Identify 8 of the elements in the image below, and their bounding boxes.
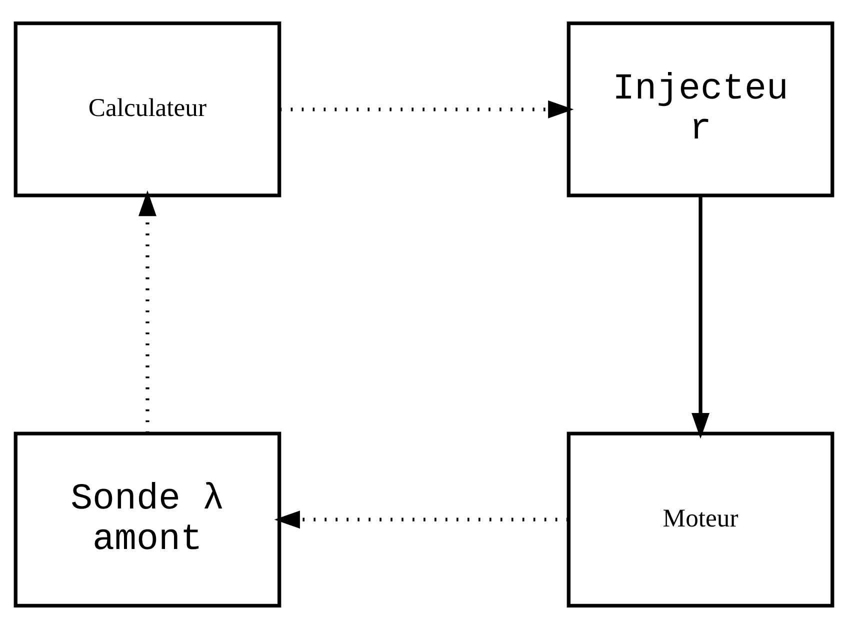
arrow [274,510,568,528]
arrow [138,190,156,433]
node-box: Injecteu r [566,21,834,197]
node-box: Moteur [566,431,834,607]
arrow [280,100,574,118]
node-box: Calculateur [14,21,282,197]
node-box: Sonde λ amont [14,431,282,607]
arrow [692,195,710,438]
